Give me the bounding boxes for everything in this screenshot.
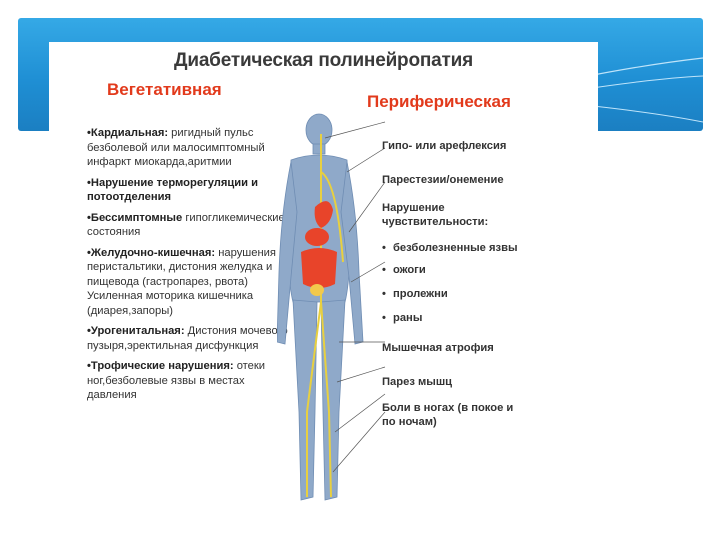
item-text: нарушения перистальтики, дистония желудк… [87, 246, 276, 317]
peripheral-item-leg-pain: Боли в ногах (в покое и по ночам) [382, 402, 514, 428]
item-text: гипогликемические состояния [87, 211, 285, 239]
item-lead: •Бессимптомные [87, 211, 183, 224]
autonomic-list: •Кардиальная: ригидный пульс безболевой … [87, 126, 297, 409]
peripheral-heading: Периферическая [367, 92, 511, 111]
autonomic-item-thermoregulation: •Нарушение терморегуляции и потоотделени… [87, 176, 297, 205]
peripheral-item-paresis: Парез мышц [382, 376, 453, 388]
autonomic-item-urogenital: •Урогенитальная: Дистония мочевого пузыр… [87, 324, 297, 353]
peripheral-item-paresthesia: Парестезии/онемение [382, 174, 504, 186]
sensitivity-bullet: •раны [382, 312, 423, 324]
autonomic-item-gastrointestinal: •Желудочно-кишечная: нарушения перисталь… [87, 246, 297, 319]
item-text: ригидный пульс безболевой или малосимпто… [87, 127, 265, 168]
human-body-figure [277, 113, 386, 501]
item-lead: •Урогенитальная: [87, 325, 185, 337]
autonomic-item-hypoglycemia: •Бессимптомные гипогликемические состоян… [87, 211, 297, 240]
bullet-text: пролежни [393, 288, 448, 300]
bullet-text: ожоги [393, 264, 426, 276]
item-lead: •Кардиальная: [87, 127, 169, 139]
item-lead: •Желудочно-кишечная: [87, 246, 216, 259]
item-text: Дистония мочевого пузыря,эректильная дис… [87, 325, 288, 352]
bullet-text: раны [393, 312, 423, 324]
autonomic-heading: Вегетативная [107, 80, 222, 99]
sensitivity-bullet: •пролежни [382, 288, 448, 300]
item-lead: •Трофические нарушения: [87, 360, 234, 372]
slide-title: Диабетическая полинейропатия [174, 50, 473, 71]
sensitivity-bullet: •безболезненные язвы [382, 242, 518, 254]
peripheral-item-atrophy: Мышечная атрофия [382, 342, 494, 354]
autonomic-item-trophic: •Трофические нарушения: отеки ног,безбол… [87, 359, 297, 403]
slide-content: Диабетическая полинейропатия Вегетативна… [49, 42, 598, 502]
bullet-text: безболезненные язвы [393, 242, 518, 254]
item-text: отеки ног,безболевые язвы в местах давле… [87, 360, 266, 401]
sensitivity-bullet: •ожоги [382, 264, 426, 276]
peripheral-item-areflexia: Гипо- или арефлексия [382, 140, 507, 152]
peripheral-item-sensitivity: Нарушение чувствительности: [382, 202, 489, 228]
autonomic-item-cardiac: •Кардиальная: ригидный пульс безболевой … [87, 126, 297, 170]
item-lead: •Нарушение терморегуляции и потоотделени… [87, 176, 259, 204]
